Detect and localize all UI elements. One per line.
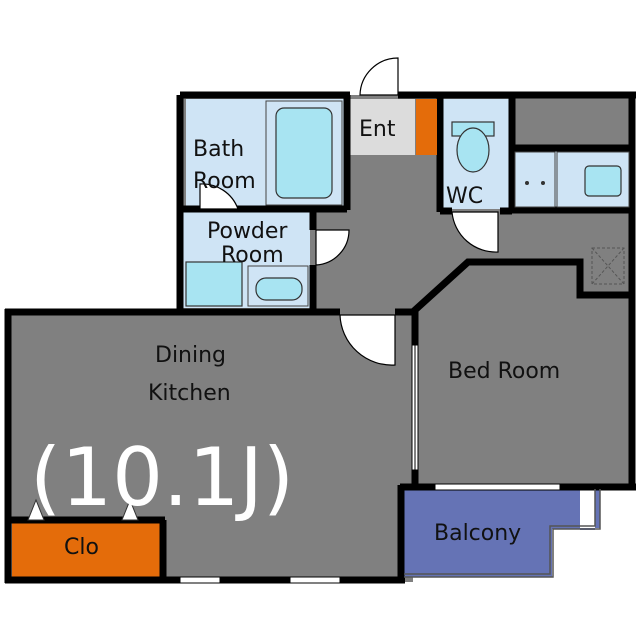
balcony-main: [404, 489, 552, 577]
balcony-label: Balcony: [434, 521, 521, 546]
window: [289, 576, 341, 584]
fixtures: [27, 99, 630, 521]
bath-room-label-line2: Room: [193, 169, 256, 194]
storage-top-right: [513, 99, 630, 147]
vanity-sink: [255, 277, 303, 301]
dining-label: Dining: [155, 343, 226, 368]
room-size-label: (10.1J): [30, 431, 294, 524]
burner-icon: [541, 181, 545, 185]
walls: [4, 91, 636, 584]
balcony-parapet: [404, 489, 601, 578]
bathtub-basin: [275, 107, 333, 199]
burner-icon: [525, 181, 529, 185]
toilet-bowl: [456, 127, 490, 173]
kitchen-stove: [514, 151, 556, 208]
powder-room-label-line1: Powder: [207, 219, 288, 244]
window: [179, 576, 221, 584]
balcony-side: [552, 489, 580, 529]
bed-room-floor: [415, 262, 630, 487]
labels: Bath Room Ent WC Powder Room Dining Kitc…: [30, 117, 560, 560]
entrance-door: [359, 57, 399, 96]
wc-door: [451, 211, 499, 253]
wc-label: WC: [446, 184, 483, 209]
sliding-door: [411, 344, 419, 471]
closet-floor: [12, 523, 162, 578]
floors: [8, 95, 633, 582]
kitchen-label: Kitchen: [148, 381, 231, 406]
closet-door-marker: [27, 498, 45, 521]
window: [434, 483, 561, 491]
entrance-label: Ent: [359, 117, 396, 142]
powder-room-label-line2: Room: [221, 243, 284, 268]
shoe-cabinet: [416, 99, 437, 155]
windows: [179, 483, 561, 584]
dining-door: [339, 314, 396, 366]
bath-room-label-line1: Bath: [193, 137, 244, 162]
washing-machine: [185, 261, 243, 307]
fridge-cross: [591, 247, 625, 285]
closet-label: Clo: [64, 535, 99, 560]
closet-door-marker: [121, 498, 139, 521]
kitchen-sink: [584, 165, 622, 197]
bath-door: [199, 183, 239, 210]
wall: [411, 258, 632, 345]
powder-door: [315, 229, 350, 266]
bed-room-label: Bed Room: [448, 359, 560, 384]
doors: [199, 57, 499, 366]
fridge-space: [591, 247, 625, 285]
fridge-cross: [591, 247, 625, 285]
parapet-line: [404, 489, 601, 578]
parapet-line: [404, 489, 596, 575]
entrance-floor: [349, 99, 415, 155]
